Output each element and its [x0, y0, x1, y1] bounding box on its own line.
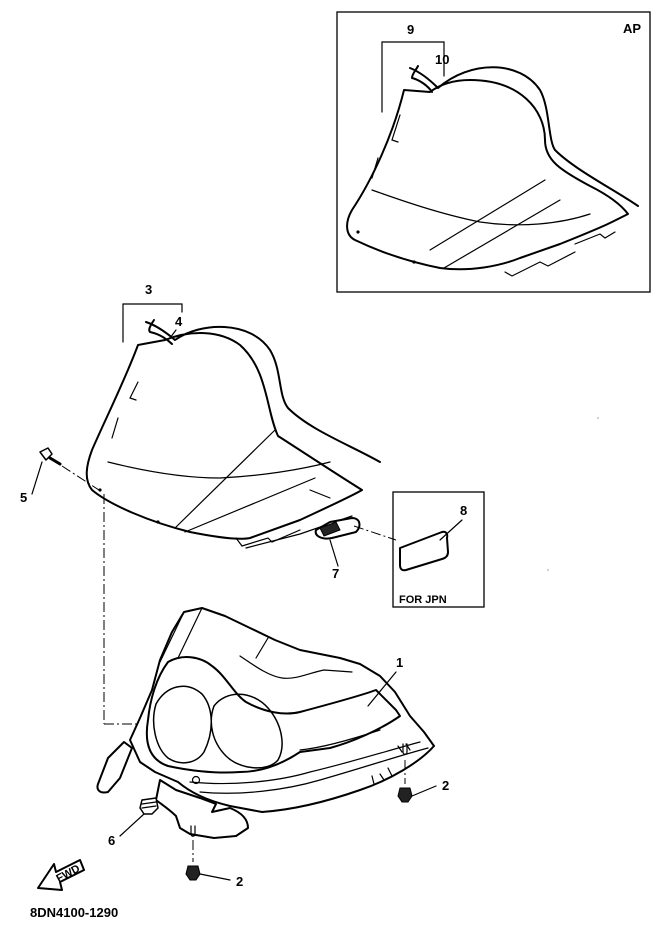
windscreen-ap[interactable] — [346, 65, 639, 277]
callout-3-4: 3 4 — [122, 282, 183, 343]
callout-3: 3 — [145, 282, 152, 297]
callout-9: 9 — [407, 22, 414, 37]
fwd-arrow-icon: FWD — [37, 859, 85, 891]
leader-bolt-5 — [61, 465, 103, 493]
screw-2-bottom[interactable]: 2 — [185, 825, 243, 889]
screw-2-right[interactable]: 2 — [397, 743, 449, 803]
windscreen-standard[interactable] — [85, 319, 381, 549]
leader-clip-7 — [353, 525, 397, 541]
callout-8: 8 — [460, 503, 467, 518]
cowling[interactable] — [96, 607, 435, 839]
grommet-6[interactable]: 6 — [108, 797, 159, 848]
callout-5: 5 — [20, 490, 27, 505]
bolt-5[interactable]: 5 — [20, 447, 62, 505]
callout-2a: 2 — [442, 778, 449, 793]
jpn-inset: 8 FOR JPN — [392, 491, 485, 608]
callout-4: 4 — [175, 314, 183, 329]
callout-7: 7 — [332, 566, 339, 581]
callout-1: 1 — [367, 655, 403, 707]
callout-2b: 2 — [236, 874, 243, 889]
ap-inset-frame — [336, 11, 651, 293]
jpn-label: FOR JPN — [399, 594, 447, 606]
callout-6: 6 — [108, 833, 115, 848]
callout-10: 10 — [435, 52, 449, 67]
diagram-code: 8DN4100-1290 — [30, 905, 118, 920]
callout-1: 1 — [396, 655, 403, 670]
ap-label: AP — [623, 21, 641, 36]
ap-inset: AP 9 10 — [336, 11, 651, 293]
jpn-inset-frame — [392, 491, 485, 608]
label-plate-8[interactable] — [399, 530, 449, 572]
fwd-label: FWD — [54, 863, 82, 885]
callout-9-10: 9 10 — [381, 22, 449, 113]
clip-7[interactable]: 7 — [314, 517, 361, 581]
